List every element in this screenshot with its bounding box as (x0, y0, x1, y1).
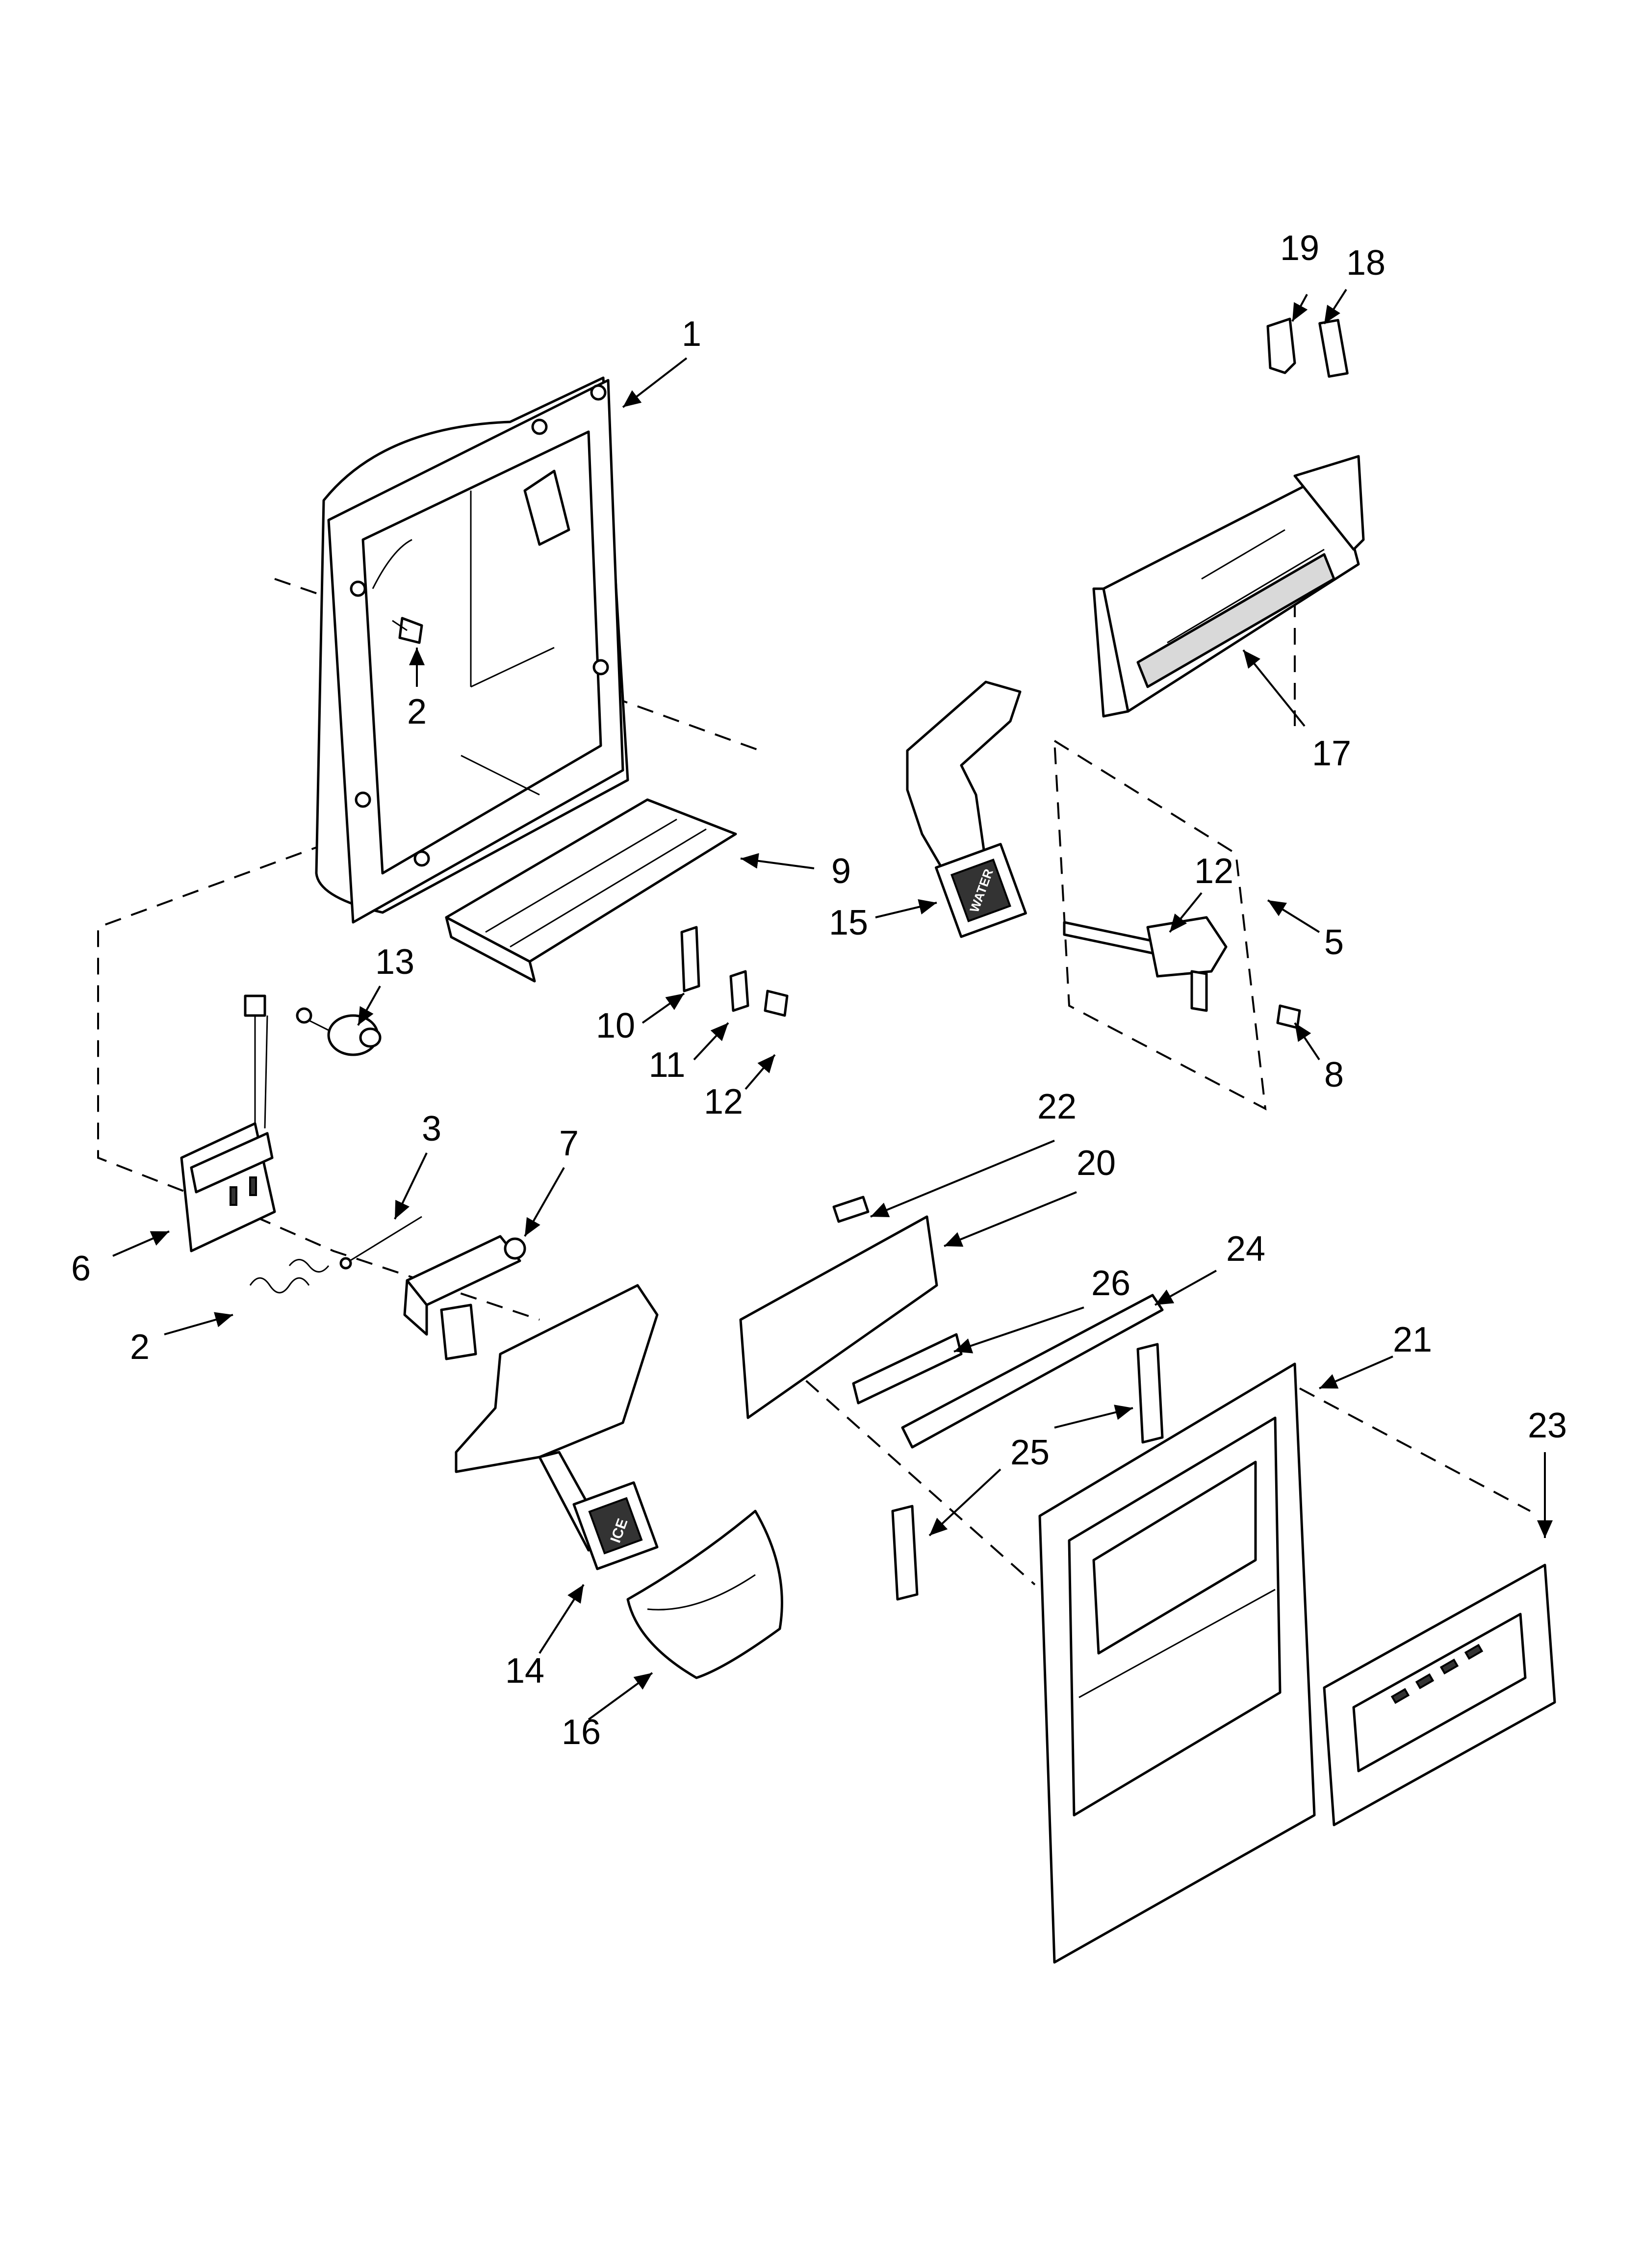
callout-3: 3 (422, 1109, 441, 1148)
switch-assembly (180, 994, 276, 1252)
drip-tray (445, 798, 737, 983)
front-panel (1323, 1564, 1556, 1826)
callout-19: 19 (1280, 229, 1319, 268)
front-frame (1038, 1362, 1316, 1964)
callout-2-upper: 2 (407, 692, 427, 731)
ice-paddle: ICE (455, 1284, 659, 1570)
callout-2-lower: 2 (130, 1328, 150, 1367)
callout-9: 9 (831, 852, 851, 891)
assembly-guide-lines (97, 491, 1531, 1586)
callout-7: 7 (559, 1124, 579, 1163)
pin-part-3 (339, 1216, 422, 1270)
foam-blocks (891, 1343, 1164, 1601)
callout-labels: 1 2 2 3 5 6 7 8 9 10 11 12 12 13 14 15 1… (71, 229, 1567, 1752)
callout-23: 23 (1528, 1406, 1567, 1445)
callout-1: 1 (682, 314, 701, 354)
upper-bracket (1092, 455, 1365, 718)
foam-strip-long (901, 1294, 1164, 1449)
callout-15: 15 (829, 903, 868, 942)
solenoid (296, 1007, 382, 1056)
callout-13: 13 (375, 942, 414, 982)
callout-8: 8 (1324, 1055, 1344, 1095)
callout-17: 17 (1312, 734, 1351, 773)
callout-10: 10 (596, 1006, 635, 1045)
callout-25: 25 (1010, 1433, 1050, 1472)
callout-11: 11 (649, 1045, 686, 1085)
dispenser-housing (315, 376, 629, 924)
callout-20: 20 (1077, 1144, 1116, 1183)
callout-12-left: 12 (704, 1082, 743, 1121)
callout-6: 6 (71, 1249, 91, 1288)
screw-part-2-upper (392, 617, 423, 644)
callout-12-right: 12 (1194, 852, 1233, 891)
callout-26: 26 (1091, 1264, 1130, 1303)
spring-part-2-lower (249, 1259, 330, 1294)
lever-part-12-right (1063, 916, 1301, 1029)
leader-arrows (112, 288, 1553, 1721)
ice-chute (626, 1510, 783, 1679)
control-board (739, 1196, 938, 1419)
callout-21: 21 (1393, 1320, 1432, 1359)
ice-lever-mechanism (403, 1235, 526, 1360)
callout-18: 18 (1346, 243, 1385, 283)
callout-16: 16 (562, 1713, 601, 1752)
callout-14: 14 (505, 1651, 544, 1691)
water-paddle: WATER (906, 680, 1027, 938)
callout-24: 24 (1226, 1229, 1265, 1269)
callout-22: 22 (1037, 1087, 1077, 1126)
small-hardware-10-11-12 (680, 926, 789, 1017)
connector-strip (852, 1333, 963, 1405)
small-parts-18-19 (1266, 317, 1349, 378)
callout-5: 5 (1324, 923, 1344, 962)
